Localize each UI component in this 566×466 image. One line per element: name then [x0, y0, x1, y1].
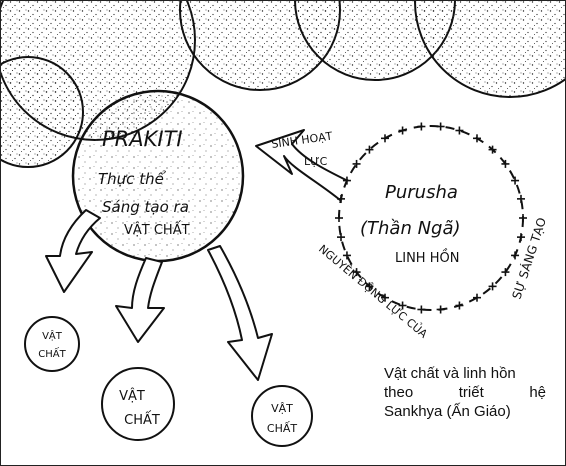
matter-circle-3-line2: CHẤT [267, 421, 297, 435]
caption-word: hệ [529, 384, 546, 401]
life-force-label-2: LỰC [304, 155, 328, 168]
matter-circle-2-line2: CHẤT [124, 411, 160, 428]
prakiti-title: PRAKITI [102, 127, 183, 151]
matter-arrow-1 [45, 209, 101, 293]
sphere-top-mid [294, 1, 456, 81]
caption-line-3: Sankhya (Ấn Giáo) [384, 403, 511, 420]
caption-word: theo [384, 384, 414, 401]
caption-line-1: Vật chất và linh hồn [384, 365, 516, 382]
matter-circle-3-line1: VẬT [271, 402, 293, 415]
matter-arrow-2 [115, 257, 165, 343]
matter-circle-1 [24, 316, 80, 372]
prakiti-line1: Thực thể [98, 170, 167, 188]
life-force-arrow [255, 129, 351, 201]
background-spheres [1, 1, 565, 168]
purusha-cross-marks [335, 122, 527, 314]
prakiti-line2: Sáng tạo ra [102, 198, 189, 216]
sphere-top-left-small [1, 56, 84, 168]
matter-circle-1-line2: CHẤT [38, 346, 66, 360]
caption-word: triết [458, 384, 484, 401]
prakiti-line3: VẬT CHẤT [124, 221, 190, 238]
purusha-title: Purusha [385, 182, 458, 203]
matter-circle-3 [251, 385, 313, 447]
caption-line-2: theo triết hệ [384, 383, 546, 402]
matter-circle-1-line1: VẬT [42, 329, 63, 342]
matter-circle-2-line1: VẬT [119, 388, 145, 404]
sphere-top-right [414, 1, 565, 98]
figure-caption: Vật chất và linh hồn theo triết hệ Sankh… [384, 364, 546, 421]
matter-arrow-3 [207, 245, 273, 381]
purusha-subtitle: (Thần Ngã) [360, 218, 461, 239]
life-force-label-1: SINH HOẠT [271, 130, 334, 151]
purusha-line3: LINH HỒN [395, 249, 459, 266]
matter-circle-2 [101, 367, 175, 441]
purusha-group [335, 122, 527, 314]
